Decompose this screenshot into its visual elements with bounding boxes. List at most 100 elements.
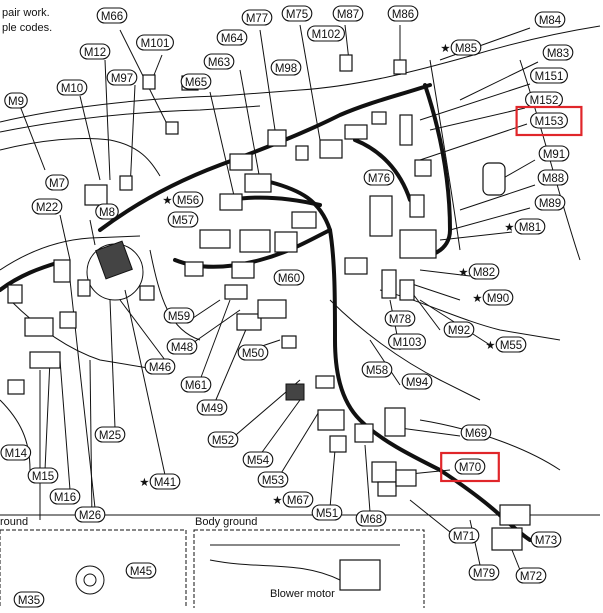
connector-pill (136, 34, 174, 51)
connector-id: M75 (286, 9, 308, 21)
connector-label-m45: M45 (125, 562, 157, 579)
connector-label-m12: M12 (79, 43, 111, 60)
bottom-insets (0, 529, 425, 611)
connector-label-m77: M77 (241, 9, 273, 26)
connector-pill (0, 444, 32, 461)
connector-id: M84 (539, 15, 562, 27)
connector-id: M52 (212, 435, 234, 447)
connector-label-m92: M92 (443, 321, 475, 338)
connector-pill (363, 169, 395, 186)
connector-label-m70: M70 (454, 458, 486, 475)
connector-label-m8: M8 (95, 203, 119, 220)
connector-pill (94, 426, 126, 443)
connector-id: M78 (389, 314, 411, 326)
connector-id: M50 (242, 348, 264, 360)
connector-pill (515, 567, 547, 584)
connector-id: M63 (208, 57, 230, 69)
connector-label-m35: M35 (13, 591, 45, 608)
connector-pill (387, 5, 419, 22)
wire-branches (19, 24, 539, 571)
connector-id: M16 (54, 492, 76, 504)
connector-pill (282, 491, 314, 508)
connector-id: M70 (459, 462, 481, 474)
connector-pill (355, 510, 387, 527)
connector-label-m83: M83 (542, 44, 574, 61)
connector-id: M64 (221, 33, 244, 45)
connector-id: M54 (247, 455, 270, 467)
connector-id: M72 (520, 571, 542, 583)
connector-label-m94: M94 (401, 373, 433, 390)
connector-id: M88 (542, 173, 564, 185)
connector-label-m153: M153 (530, 112, 568, 129)
connector-pill (45, 174, 69, 191)
connector-id: M22 (36, 202, 58, 214)
connector-label-m79: M79 (468, 564, 500, 581)
connector-label-m76: M76 (363, 169, 395, 186)
connector-label-m78: M78 (384, 310, 416, 327)
connector-pill (281, 5, 313, 22)
connector-pill (167, 211, 199, 228)
connector-pill (216, 29, 248, 46)
connector-id: M92 (448, 325, 470, 337)
star-icon: ★ (458, 267, 468, 279)
connector-id: M153 (535, 116, 564, 128)
connector-id: M71 (453, 531, 475, 543)
connector-label-m14: M14 (0, 444, 32, 461)
connector-label-m67: M67★ (272, 491, 314, 508)
connector-label-m98: M98 (270, 59, 302, 76)
connector-label-m26: M26 (74, 506, 106, 523)
connector-label-m25: M25 (94, 426, 126, 443)
connector-id: M49 (201, 403, 223, 415)
connector-label-m10: M10 (56, 79, 88, 96)
connector-pill (495, 336, 527, 353)
connector-id: M94 (406, 377, 429, 389)
connector-label-m63: M63 (203, 53, 235, 70)
connector-id: M91 (543, 149, 565, 161)
connector-id: M53 (262, 475, 284, 487)
connector-id: M89 (539, 198, 561, 210)
connector-id: M48 (171, 342, 193, 354)
connector-id: M56 (177, 195, 199, 207)
connector-pill (384, 310, 416, 327)
connector-pill (74, 506, 106, 523)
connector-label-m59: M59 (163, 307, 195, 324)
connector-label-m86: M86 (387, 5, 419, 22)
connector-label-m51: M51 (311, 504, 343, 521)
connector-id: M59 (168, 311, 190, 323)
connector-pill (468, 263, 500, 280)
connector-pill (27, 467, 59, 484)
connector-label-m151: M151 (530, 67, 568, 84)
connector-pill (270, 59, 302, 76)
connector-pill (534, 194, 566, 211)
connector-label-m50: M50 (237, 344, 269, 361)
connector-pill (163, 307, 195, 324)
connector-pill (180, 73, 212, 90)
connector-label-m65: M65 (180, 73, 212, 90)
note-line-2: ple codes. (2, 22, 52, 34)
connector-pill (207, 431, 239, 448)
connector-id: M102 (312, 29, 341, 41)
connector-id: M73 (535, 535, 557, 547)
connector-label-m49: M49 (196, 399, 228, 416)
connector-pill (96, 7, 128, 24)
connector-id: M46 (149, 362, 171, 374)
connector-id: M60 (278, 273, 300, 285)
connector-pill (273, 269, 305, 286)
connector-pill (443, 321, 475, 338)
connector-label-m91: M91 (538, 145, 570, 162)
connector-label-m52: M52 (207, 431, 239, 448)
connector-id: M26 (79, 510, 101, 522)
connector-id: M85 (455, 43, 477, 55)
connector-label-m9: M9 (4, 92, 28, 109)
connector-pill (144, 358, 176, 375)
connector-id: M25 (99, 430, 121, 442)
connector-id: M10 (61, 83, 83, 95)
connector-pill (79, 43, 111, 60)
connector-id: M14 (5, 448, 28, 460)
connector-pill (172, 191, 204, 208)
star-icon: ★ (472, 293, 482, 305)
connector-label-m85: M85★ (440, 39, 482, 56)
connector-label-m54: M54 (242, 451, 274, 468)
star-icon: ★ (139, 477, 149, 489)
